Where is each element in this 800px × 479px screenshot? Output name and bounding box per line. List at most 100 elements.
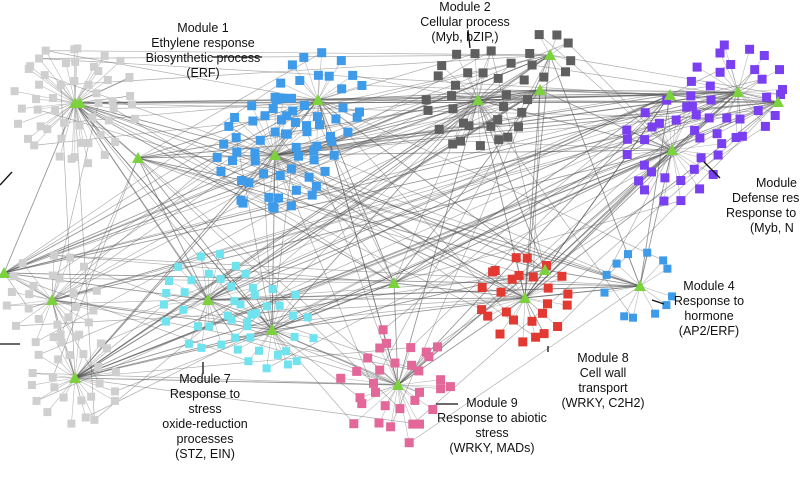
- gene-node: [329, 150, 339, 160]
- gene-node: [404, 438, 414, 448]
- gene-node: [108, 97, 117, 106]
- edge: [632, 285, 641, 318]
- gene-node: [131, 114, 139, 123]
- gene-node: [55, 274, 64, 283]
- gene-node: [726, 60, 736, 69]
- gene-node: [219, 139, 229, 149]
- gene-node: [109, 104, 118, 113]
- gene-node: [622, 125, 632, 135]
- gene-node: [654, 118, 664, 128]
- edge: [207, 299, 248, 323]
- gene-node: [9, 272, 18, 281]
- module-7-line: Module 7: [179, 372, 231, 386]
- edge: [137, 157, 273, 331]
- edge: [235, 337, 399, 386]
- gene-node: [731, 133, 741, 142]
- gene-node: [276, 78, 286, 88]
- edge: [303, 57, 319, 101]
- gene-node: [517, 107, 527, 117]
- gene-node: [50, 251, 58, 260]
- gene-node: [273, 350, 282, 359]
- gene-node: [94, 363, 103, 371]
- edge: [74, 343, 102, 379]
- edge: [137, 157, 546, 271]
- edge: [524, 285, 641, 299]
- gene-node: [2, 301, 11, 310]
- gene-node: [286, 164, 296, 174]
- edge: [59, 277, 395, 284]
- edge: [382, 94, 671, 331]
- module-6-line: Response to: [726, 206, 797, 220]
- gene-node: [692, 62, 702, 72]
- gene-node: [717, 139, 727, 149]
- gene-node: [539, 72, 549, 82]
- gene-node: [84, 80, 93, 89]
- gene-node: [12, 321, 20, 330]
- edge: [397, 384, 420, 425]
- gene-node: [205, 322, 214, 331]
- gene-node: [94, 67, 103, 75]
- gene-node: [737, 131, 747, 141]
- gene-node: [464, 121, 474, 131]
- module-6-line: Defense res: [732, 191, 800, 205]
- edge: [3, 54, 551, 274]
- edge: [397, 379, 441, 386]
- gene-node: [26, 62, 35, 71]
- edge: [44, 74, 641, 287]
- edge: [737, 49, 750, 93]
- gene-node: [704, 113, 714, 123]
- hub-node: [74, 97, 86, 108]
- gene-node: [18, 259, 27, 268]
- edge: [32, 372, 399, 386]
- gene-node: [311, 181, 321, 191]
- edge: [524, 297, 545, 334]
- gene-node: [534, 30, 544, 40]
- gene-node: [759, 51, 769, 60]
- gene-node: [268, 104, 278, 113]
- gene-node: [501, 307, 511, 317]
- gene-node: [224, 121, 234, 131]
- gene-node: [25, 290, 34, 299]
- gene-node: [35, 80, 44, 89]
- gene-node: [275, 301, 284, 310]
- gene-node: [111, 138, 120, 146]
- gene-node: [75, 330, 84, 339]
- edge: [671, 149, 700, 190]
- gene-node: [493, 73, 503, 83]
- edge: [3, 42, 569, 274]
- edge: [74, 60, 121, 104]
- gene-node: [162, 317, 170, 326]
- gene-node: [436, 384, 446, 394]
- edge: [71, 102, 76, 159]
- gene-node: [518, 337, 528, 347]
- edge: [74, 66, 95, 104]
- edge: [207, 299, 273, 331]
- gene-node: [501, 90, 511, 100]
- gene-node: [278, 93, 288, 103]
- gene-node: [760, 121, 770, 131]
- hub-nodes: [0, 49, 784, 390]
- edge: [539, 89, 671, 96]
- edge: [242, 154, 276, 204]
- edge: [36, 91, 739, 402]
- gene-node: [348, 70, 358, 80]
- gene-node: [17, 104, 26, 113]
- gene-node: [270, 127, 280, 137]
- gene-node: [36, 122, 45, 131]
- gene-node: [494, 135, 504, 145]
- edge: [271, 149, 673, 331]
- gene-node: [48, 373, 57, 382]
- leader-line: [651, 299, 665, 305]
- module-9-label: Module 9 Response to abiotic stress (WRK…: [432, 396, 552, 456]
- edge: [671, 149, 682, 201]
- gene-node: [282, 111, 292, 121]
- gene-node: [43, 125, 52, 134]
- edge: [51, 266, 85, 301]
- hub-node: [392, 379, 404, 390]
- edge: [207, 89, 541, 301]
- gene-node: [509, 315, 518, 325]
- edge: [671, 149, 682, 181]
- edge: [74, 347, 411, 379]
- edge: [271, 282, 395, 331]
- gene-node: [519, 75, 529, 85]
